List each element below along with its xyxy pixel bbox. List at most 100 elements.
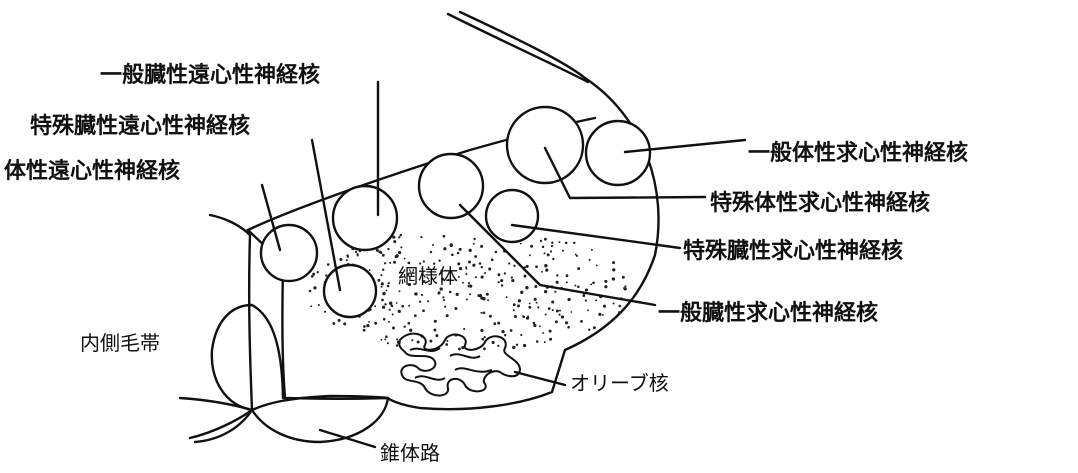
stipple-dot	[391, 305, 394, 308]
stipple-dot	[604, 285, 608, 289]
label-olive: オリーブ核	[570, 371, 669, 395]
stipple-dot	[533, 323, 537, 328]
stipple-dot	[587, 328, 591, 331]
stipple-dot	[346, 255, 350, 258]
stipple-dot	[457, 275, 460, 278]
stipple-dot	[386, 284, 390, 288]
stipple-dot	[549, 250, 553, 253]
label-pyramid: 錐体路	[380, 441, 440, 465]
stipple-dot	[380, 282, 384, 286]
stipple-dot	[339, 257, 343, 261]
stipple-dot	[512, 309, 515, 312]
stipple-dot	[537, 306, 540, 309]
stipple-dot	[407, 273, 410, 276]
stipple-dot	[558, 241, 561, 244]
leader-gva	[458, 203, 657, 307]
stipple-dot	[377, 278, 381, 282]
stipple-dot	[482, 311, 486, 315]
stipple-dot	[503, 334, 507, 337]
stipple-dot	[478, 262, 482, 265]
stipple-dot	[392, 235, 396, 239]
stipple-dot	[445, 314, 449, 318]
stipple-dot	[401, 304, 405, 308]
stipple-dot	[385, 289, 388, 292]
stipple-dot	[558, 313, 561, 316]
stipple-dot	[542, 331, 545, 334]
pyramid-left	[188, 408, 254, 440]
stipple-dot	[535, 340, 539, 343]
stipple-dot	[403, 325, 406, 328]
stipple-dot	[455, 292, 459, 297]
stipple-dot	[312, 272, 316, 276]
stipple-dot	[388, 320, 390, 323]
stipple-dot	[497, 281, 500, 284]
stipple-dot	[488, 267, 492, 271]
stipple-dot	[490, 258, 494, 262]
stipple-dot	[414, 314, 417, 317]
stipple-dot	[588, 258, 591, 261]
stipple-dot	[592, 326, 596, 330]
stipple-dot	[565, 281, 568, 284]
stipple-dot	[491, 340, 495, 345]
stipple-dot	[427, 300, 430, 303]
stipple-dot	[481, 337, 485, 341]
stipple-dot	[381, 268, 385, 271]
stipple-dot	[384, 303, 387, 306]
stipple-dot	[411, 339, 414, 342]
stipple-dot	[604, 279, 608, 283]
stipple-dot	[474, 276, 477, 279]
stipple-dot	[549, 337, 553, 341]
stipple-dot	[316, 271, 319, 274]
stipple-dot	[433, 319, 437, 323]
stipple-dot	[551, 309, 554, 312]
stipple-dot	[532, 321, 536, 325]
stipple-dot	[374, 321, 378, 325]
stipple-dot	[473, 237, 476, 241]
stipple-dot	[539, 239, 543, 243]
stipple-dot	[621, 275, 625, 279]
stipple-dot	[556, 274, 559, 277]
stipple-dot	[607, 321, 611, 325]
stipple-dot	[442, 296, 445, 299]
stipple-dot	[474, 255, 478, 258]
stipple-dot	[574, 253, 577, 256]
stipple-dot	[555, 309, 559, 313]
stipple-dot	[584, 288, 589, 292]
stipple-dot	[433, 262, 436, 265]
stipple-dot	[598, 312, 602, 316]
midline	[208, 213, 254, 412]
stipple-dot	[408, 304, 411, 307]
stipple-dot	[535, 265, 538, 269]
stipple-dot	[510, 276, 513, 279]
stipple-dot	[310, 275, 314, 278]
stipple-dot	[393, 240, 397, 244]
stipple-dot	[541, 270, 543, 273]
stipple-dot	[564, 321, 569, 325]
stipple-dot	[541, 245, 545, 249]
stipple-dot	[590, 248, 593, 251]
stipple-dot	[508, 262, 511, 265]
stipple-dot	[380, 338, 383, 341]
stipple-dot	[554, 290, 557, 293]
stipple-dot	[354, 250, 358, 254]
stipple-dot	[386, 342, 389, 345]
stipple-dot	[414, 292, 418, 296]
leader-olive	[513, 370, 567, 387]
stipple-dot	[573, 241, 576, 245]
stipple-dot	[400, 246, 403, 249]
stipple-dot	[381, 305, 386, 309]
stipple-dot	[398, 290, 401, 293]
stipple-dot	[397, 309, 401, 314]
stipple-dot	[418, 300, 422, 303]
stipple-dot	[565, 274, 569, 278]
stipple-dot	[552, 257, 555, 261]
stipple-dot	[517, 299, 522, 303]
stipple-dot	[587, 309, 589, 312]
stipple-dot	[480, 275, 484, 279]
stipple-dot	[515, 343, 519, 346]
stipple-dot	[442, 234, 446, 238]
stipple-dot	[422, 279, 426, 283]
stipple-dot	[602, 304, 607, 308]
stipple-dot	[513, 264, 516, 267]
stipple-dot	[483, 336, 486, 339]
